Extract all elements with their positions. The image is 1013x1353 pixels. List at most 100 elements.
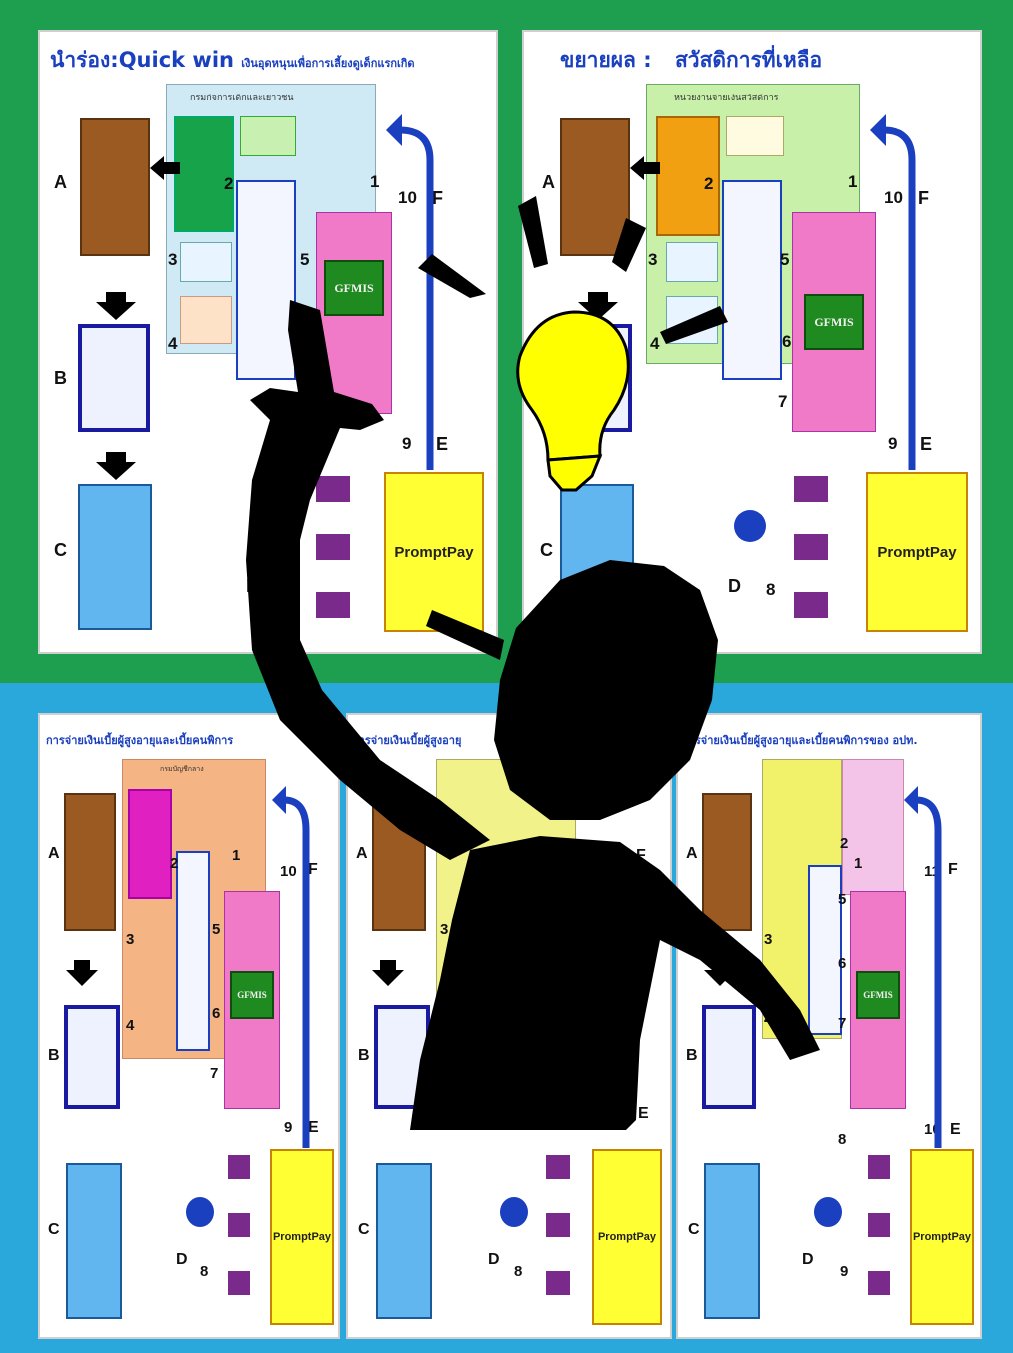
gfmis-cube: GFMIS	[324, 260, 384, 316]
label-c: C	[688, 1221, 700, 1238]
label-d: D	[728, 576, 741, 596]
step-9: 9	[402, 434, 412, 453]
return-arrowheads	[272, 114, 918, 814]
panel-title-main: นำร่อง:Quick win	[50, 48, 234, 72]
agency-box-pink	[842, 759, 904, 895]
label-c: C	[358, 1221, 370, 1238]
step-10: 10	[280, 863, 297, 880]
step-1: 1	[848, 172, 858, 191]
bank-box-1	[794, 476, 828, 502]
arrowhead-1	[386, 114, 402, 146]
label-f: F	[636, 847, 646, 864]
step-9: 9	[888, 434, 898, 453]
return-arrow-1	[399, 126, 434, 470]
label-a: A	[686, 845, 698, 862]
return-arrow-3	[283, 796, 310, 1148]
arrowhead-4	[904, 786, 918, 814]
bank-box-2	[794, 534, 828, 560]
gfmis-cube: GFMIS	[230, 971, 274, 1019]
label-a: A	[48, 845, 60, 862]
bulb-base	[546, 454, 603, 492]
label-b: B	[54, 368, 67, 388]
step-9: 9	[840, 1263, 849, 1280]
panel-title: นำร่อง:Quick win เงินอุดหนุนเพื่อการเลี้…	[50, 44, 415, 77]
label-e: E	[436, 434, 449, 454]
bank-box-1	[546, 1155, 570, 1179]
label-d: D	[488, 1251, 500, 1268]
bank-box-1	[228, 1155, 250, 1179]
step-6: 6	[838, 955, 847, 972]
silhouette-arm	[246, 300, 490, 860]
down-arrow-5	[372, 960, 404, 986]
step-10: 10	[884, 188, 903, 207]
silhouette-nose	[426, 610, 504, 660]
step-5: 5	[838, 891, 847, 908]
brown-box-a	[702, 793, 752, 931]
agency-label: หน่วยงานจ่ายเงินสวัสดิการ	[674, 94, 779, 102]
arrowhead-2	[870, 114, 886, 146]
step-1: 1	[370, 172, 380, 191]
process-box-orange	[656, 116, 720, 236]
step-4: 4	[126, 1017, 135, 1034]
bank-box-3	[546, 1271, 570, 1295]
step-7: 7	[778, 392, 788, 411]
promptpay-box: PromptPay	[270, 1149, 334, 1325]
step-8: 8	[200, 1263, 209, 1280]
bank-box-3	[794, 592, 828, 618]
left-arrow-1	[150, 156, 180, 180]
db-box-c	[66, 1163, 122, 1319]
gfmis-cube: GFMIS	[804, 294, 864, 350]
step-8: 8	[514, 1263, 523, 1280]
step-8: 8	[766, 580, 776, 599]
silhouette-body	[410, 836, 820, 1130]
thinking-silhouette	[246, 300, 820, 1130]
promptpay-box: PromptPay	[866, 472, 968, 632]
process-box-green	[174, 116, 234, 232]
process-box-list	[176, 851, 210, 1051]
lightbulb-icon	[516, 310, 630, 492]
bulb-glass	[516, 310, 630, 462]
label-a: A	[356, 845, 368, 862]
label-b: B	[48, 1047, 60, 1064]
panel-title-sub: สวัสดิการที่เหลือ	[674, 48, 823, 72]
step-3: 3	[440, 921, 449, 938]
label-e: E	[920, 434, 933, 454]
diagram-panel-elderly-disabled: การจ่ายเงินเบี้ยผู้สูงอายุและเบี้ยคนพิกา…	[38, 713, 340, 1339]
db-box-c	[376, 1163, 432, 1319]
process-box-form	[726, 116, 784, 156]
spark-upper-right	[612, 218, 646, 272]
panel-title: การจ่ายเงินเบี้ยผู้สูงอายุ	[352, 734, 462, 747]
label-f: F	[308, 861, 318, 878]
label-c: C	[48, 1221, 60, 1238]
promptpay-box: PromptPay	[384, 472, 484, 632]
bank-box-2	[316, 534, 350, 560]
label-d: D	[176, 1251, 188, 1268]
emblem-box-b	[702, 1005, 756, 1109]
step-6: 6	[782, 332, 792, 351]
process-box-form	[240, 116, 296, 156]
step-1: 1	[854, 855, 863, 872]
step-7: 7	[210, 1065, 219, 1082]
step-5: 5	[780, 250, 790, 269]
process-box-list	[808, 865, 842, 1035]
brown-box-a	[560, 118, 630, 256]
step-2: 2	[840, 835, 849, 852]
step-4: 4	[168, 334, 178, 353]
label-f: F	[918, 188, 929, 208]
step-3: 3	[764, 931, 773, 948]
agency-label: กรมกิจการเด็กและเยาวชน	[190, 94, 294, 102]
down-arrow-1	[96, 292, 136, 320]
label-e: E	[308, 1119, 319, 1136]
switch-circle	[734, 510, 766, 542]
return-arrow-4	[915, 796, 942, 1148]
promptpay-box: PromptPay	[910, 1149, 974, 1325]
bank-box-2	[228, 1213, 250, 1237]
label-b: B	[686, 1047, 698, 1064]
db-box-c	[78, 484, 152, 630]
panel-title-sub: เงินอุดหนุนเพื่อการเลี้ยงดูเด็กแรกเกิด	[241, 57, 415, 70]
step-2: 2	[170, 855, 179, 872]
step-10: 10	[398, 188, 417, 207]
label-e: E	[950, 1121, 961, 1138]
return-arrows	[283, 126, 942, 1148]
panel-title-main: ขยายผล :	[560, 48, 652, 72]
